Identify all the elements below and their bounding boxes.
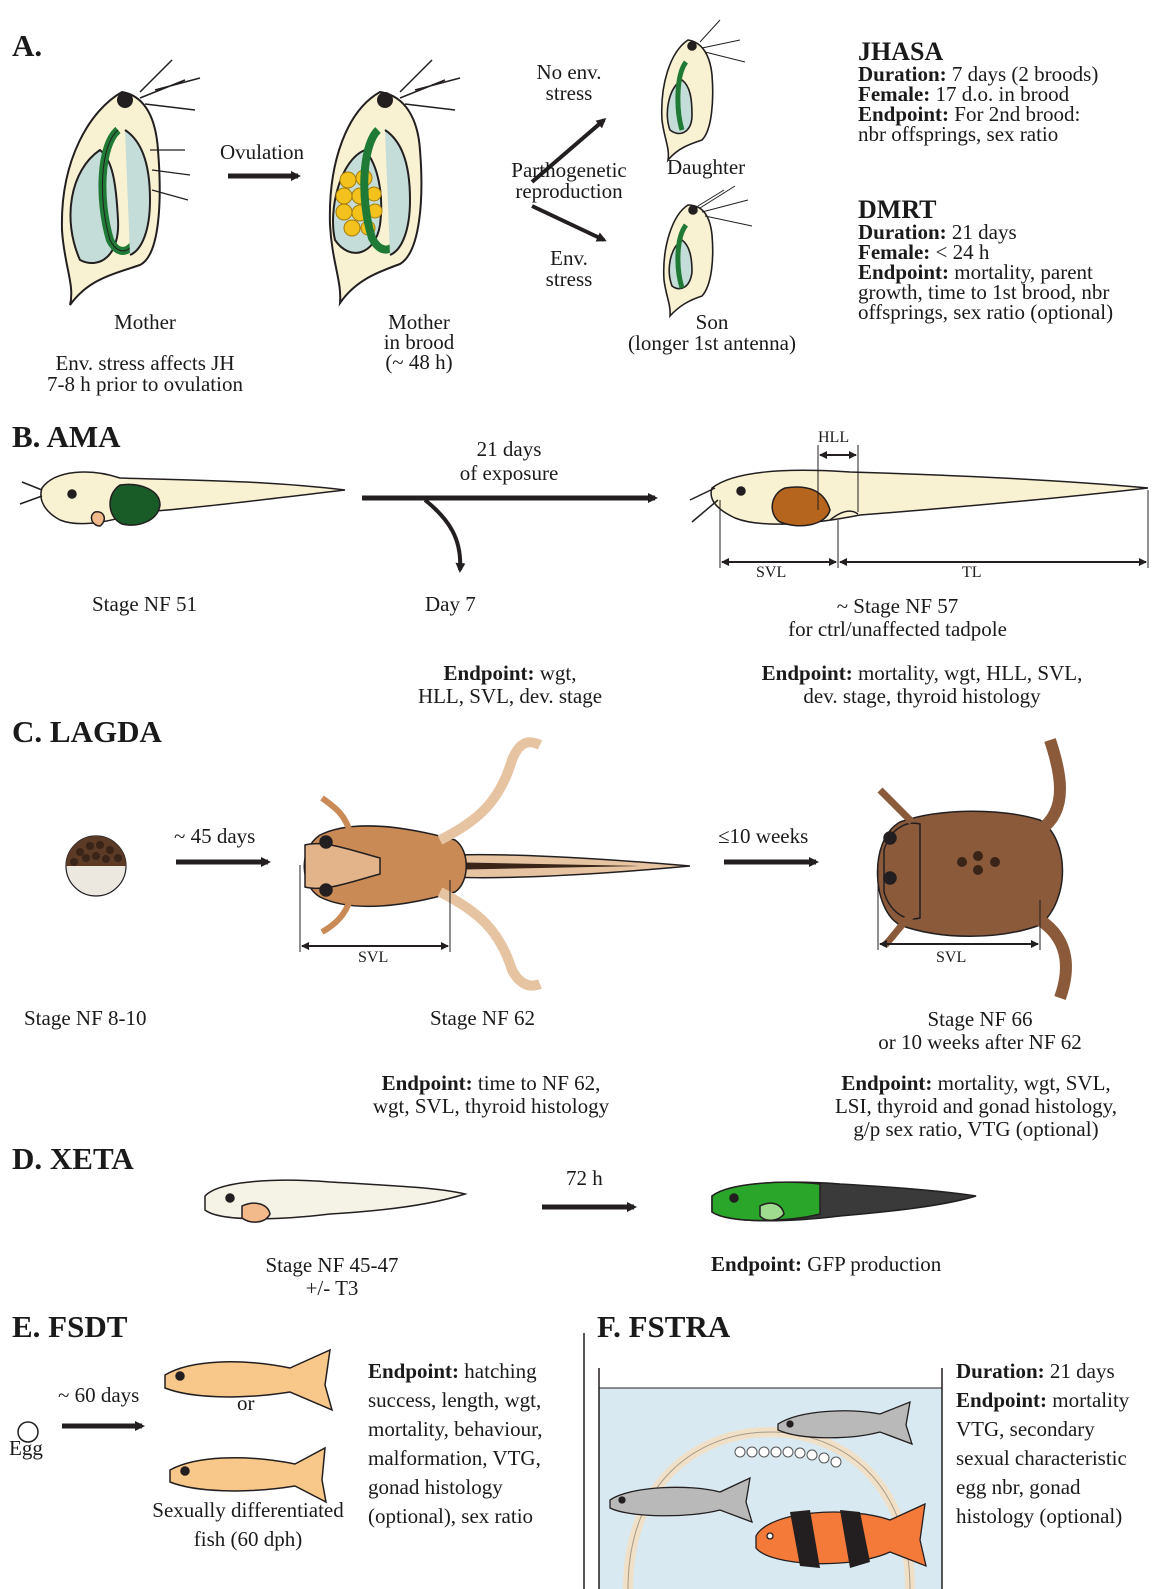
daughter-label: Daughter [667, 157, 745, 178]
son-label: Son(longer 1st antenna) [610, 312, 814, 354]
fish-male [170, 1448, 326, 1502]
stage-nf8-10-label: Stage NF 8-10 [24, 1008, 147, 1029]
jhasa-title: JHASA [858, 40, 1098, 64]
mother-in-brood-label: Motherin brood(~ 48 h) [350, 312, 488, 372]
egg-cluster [66, 836, 126, 896]
egg-label: Egg [9, 1438, 43, 1459]
hours72-label: 72 h [566, 1168, 603, 1189]
jhasa-info: JHASA Duration: 7 days (2 broods) Female… [858, 40, 1098, 144]
fsdt-endpoint: Endpoint: hatching success, length, wgt,… [368, 1357, 543, 1531]
dmrt-title: DMRT [858, 198, 1113, 222]
days60-label: ~ 60 days [58, 1385, 139, 1406]
tadpole-nf57 [690, 470, 1148, 526]
svl-label-b: SVL [756, 565, 786, 581]
frog-nf66 [877, 740, 1066, 998]
panel-c-header: C. LAGDA [12, 716, 162, 747]
fish-tank [599, 1368, 942, 1589]
weeks10-label: ≤10 weeks [718, 826, 808, 847]
daphnia-daughter [662, 20, 745, 160]
fish-label: Sexually differentiatedfish (60 dph) [132, 1496, 364, 1554]
stage-nf51-label: Stage NF 51 [92, 594, 197, 615]
fstra-info: Duration: 21 days Endpoint: mortality VT… [956, 1357, 1129, 1531]
days45-label: ~ 45 days [174, 826, 255, 847]
svl-label-c2: SVL [936, 950, 966, 966]
stage-nf45-label: Stage NF 45-47+/- T3 [240, 1254, 424, 1300]
panel-f-header: F. FSTRA [597, 1311, 730, 1342]
tadpole-nf45 [205, 1180, 465, 1222]
endpoint-nf57: Endpoint: mortality, wgt, HLL, SVL, dev.… [728, 662, 1116, 708]
stage-nf62-label: Stage NF 62 [430, 1008, 535, 1029]
tadpole-nf51 [20, 472, 345, 526]
tadpole-gfp [712, 1182, 976, 1221]
day7-label: Day 7 [425, 594, 476, 615]
exposure-label: 21 daysof exposure [440, 437, 578, 485]
endpoint-nf66: Endpoint: mortality, wgt, SVL, LSI, thyr… [800, 1072, 1152, 1141]
dmrt-info: DMRT Duration: 21 days Female: < 24 h En… [858, 198, 1113, 322]
endpoint-gfp: Endpoint: GFP production [711, 1254, 941, 1275]
env-stress-label: Env.stress [510, 248, 628, 290]
endpoint-nf62: Endpoint: time to NF 62, wgt, SVL, thyro… [345, 1072, 637, 1118]
stage-nf57-label: ~ Stage NF 57for ctrl/unaffected tadpole [775, 595, 1020, 641]
ovulation-label: Ovulation [220, 142, 304, 163]
daphnia-mother-in-brood [330, 60, 460, 303]
mother-note: Env. stress affects JH7-8 h prior to ovu… [20, 353, 270, 395]
no-env-stress-label: No env.stress [510, 62, 628, 104]
svl-label-c1: SVL [358, 950, 388, 966]
panel-b-header: B. AMA [12, 421, 121, 452]
hll-label: HLL [818, 430, 849, 446]
or-label: or [237, 1393, 255, 1414]
panel-e-header: E. FSDT [12, 1311, 127, 1342]
tl-label: TL [962, 565, 982, 581]
panel-d-header: D. XETA [12, 1143, 134, 1174]
stage-nf66-label: Stage NF 66or 10 weeks after NF 62 [855, 1008, 1105, 1054]
mother-label: Mother [60, 312, 230, 333]
daphnia-son [664, 186, 752, 316]
daphnia-mother [62, 60, 200, 305]
panel-a-header: A. [12, 30, 42, 61]
endpoint-day7: Endpoint: wgt, HLL, SVL, dev. stage [395, 662, 625, 708]
parthenogenetic-label: Parthogeneticreproduction [500, 160, 638, 202]
